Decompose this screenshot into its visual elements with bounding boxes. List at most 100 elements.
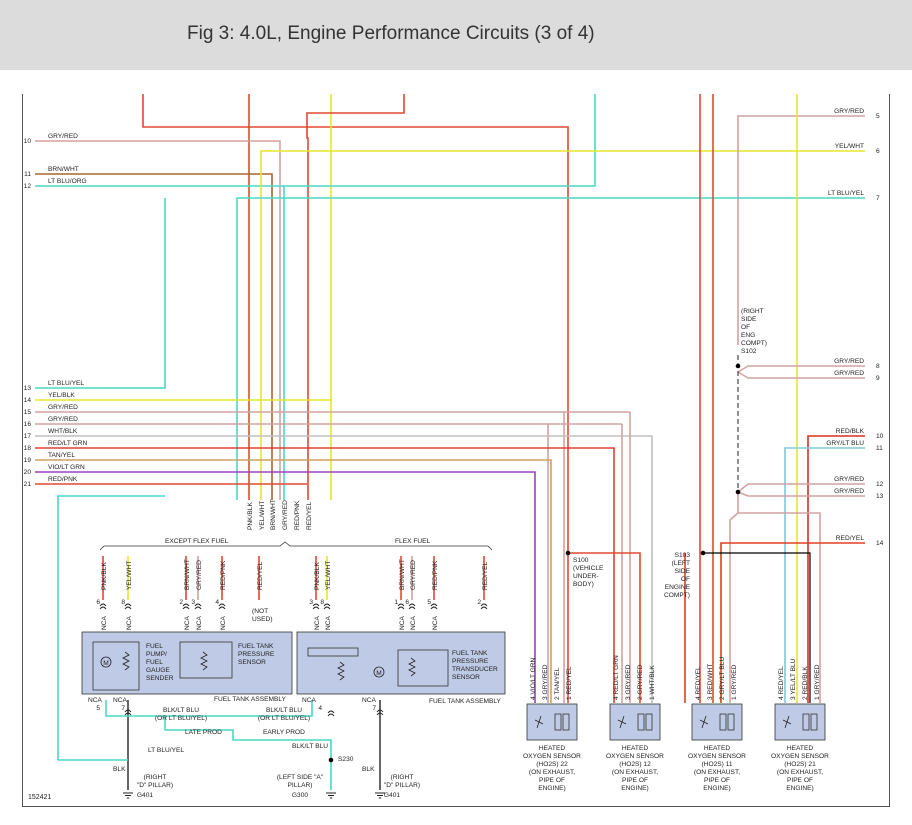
wire-10-gry-red [35, 140, 281, 500]
wire-20 [35, 471, 536, 703]
heater-symbol [637, 713, 645, 731]
ho2s-sensor-box [774, 703, 826, 741]
ho2s-pin-label: 4 VIO/LT GRN [530, 658, 537, 700]
right-wire-label: GRY/RED [834, 108, 864, 115]
ho2s-label: (ON EXHAUST, [694, 769, 740, 776]
right-wire-number: 7 [876, 195, 880, 202]
ho2s-pin-label: 2 GRY/LT BLU [719, 657, 726, 700]
heater-symbol [554, 713, 562, 731]
except-flex-connector [194, 606, 202, 610]
ho2s-pin-label: 3 YEL/LT BLU [790, 658, 797, 700]
group-flex: FLEX FUEL [395, 538, 431, 545]
ho2s-label: ENGINE) [621, 785, 648, 792]
nca-bottom: NCA [88, 697, 103, 704]
flex-pin-wire-label: GRY/RED [410, 560, 417, 590]
fuel-pump-label: FUEL [146, 643, 163, 650]
splice-s230 [328, 757, 334, 763]
resistor-icon [408, 657, 416, 677]
left-wire-label: YEL/BLK [48, 392, 75, 399]
splice-s103-upper [735, 489, 741, 495]
bottom-lt-blu-yel: LT BLU/YEL [148, 747, 184, 754]
ho2s-sensor-box [609, 703, 661, 741]
wire-lt-blu-yel-down [57, 495, 165, 760]
wire-s103-blk [705, 552, 811, 703]
bottom-pin-number: 4 [318, 705, 322, 712]
vertical-wire-label: BRN/WHT [270, 499, 277, 530]
except-flex-pin-number: 8 [121, 599, 125, 606]
ho2s-label: PIPE OF [704, 777, 730, 784]
except-flex-pin-wire-label: YEL/WHT [126, 561, 133, 590]
left-wire-label: LT BLU/YEL [48, 380, 84, 387]
nca-label: NCA [126, 615, 133, 630]
components [81, 355, 826, 799]
ho2s-label: (HO2S) 12 [619, 761, 651, 768]
ground-id: G401 [384, 792, 400, 799]
fuel-tank-pressure-transducer-label: TRANSDUCER [452, 666, 498, 673]
heater-symbol [727, 713, 735, 731]
heater-symbol [810, 713, 818, 731]
fuel-pump-label: PUMP/ [146, 651, 167, 658]
fuel-tank-pressure-sensor-label: SENSOR [238, 659, 266, 666]
bottom-pin-number: 7 [372, 705, 376, 712]
wire-red-pnk-top [142, 94, 569, 553]
splice-s103-label: OF [681, 576, 690, 583]
bottom-connector [327, 710, 335, 714]
fuel-tank-pressure-sensor-box [179, 641, 233, 679]
wire-14-red-yel [720, 542, 865, 703]
flex-pin-number: 3 [309, 599, 313, 606]
right-wire-number: 10 [876, 433, 884, 440]
fuel-tank-assembly-label-flex: FUEL TANK ASSEMBLY [429, 698, 502, 705]
ho2s-pin-label: 3 GRY/RED [542, 664, 549, 700]
except-flex-pin-number: 4 [215, 599, 219, 606]
ho2s-pin-label: 4 RED/YEL [778, 666, 785, 700]
ground-id: G300 [292, 792, 308, 799]
splice-s100-label: (VEHICLE [573, 565, 604, 572]
vertical-wire-label: PNK/BLK [247, 502, 254, 530]
fuel-pump-label: SENDER [146, 675, 174, 682]
motor-symbol: M [103, 660, 109, 667]
fuel-tank-pressure-sensor-label: PRESSURE [238, 651, 275, 658]
left-wire-number: 16 [24, 421, 32, 428]
ground-location: (RIGHT [144, 774, 167, 781]
ground-location: "D" PILLAR) [137, 782, 173, 789]
bottom-blk: BLK [362, 766, 375, 773]
ho2s-pin-label: 3 GRY/RED [625, 664, 632, 700]
right-wire-label: GRY/RED [834, 370, 864, 377]
left-wire-number: 10 [24, 138, 32, 145]
left-wire-label: RED/LT GRN [48, 440, 88, 447]
splice-s100-label: UNDER- [573, 573, 599, 580]
ho2s-label: OXYGEN SENSOR [523, 753, 581, 760]
right-wire-label: RED/YEL [836, 535, 865, 542]
ho2s-label: HEATED [704, 745, 730, 752]
wire-11-gry-lt-blu [784, 447, 865, 703]
flex-pin-wire-label: PNK/BLK [314, 562, 321, 590]
bottom-early-prod: EARLY PROD [263, 729, 305, 736]
flex-pin-wire-label: YEL/WHT [325, 561, 332, 590]
ground-location: (RIGHT [391, 774, 414, 781]
left-wire-label: RED/PNK [48, 476, 78, 483]
flex-motor-icon [373, 666, 385, 678]
flex-connector [430, 606, 438, 610]
flex-pin-wire-label: BRN/WHT [399, 559, 406, 590]
wire-8 [737, 365, 865, 373]
ho2s-pin-label: 4 RED/YEL [695, 666, 702, 700]
splice-s102-label: SIDE [741, 316, 757, 323]
left-wire-label: GRY/RED [48, 416, 78, 423]
right-wire-number: 8 [876, 363, 880, 370]
not-used-label: USED) [252, 616, 273, 623]
except-flex-pin-wire-label: GRY/RED [196, 560, 203, 590]
wire-blk-lt-blu [105, 700, 313, 717]
left-wire-label: BRN/WHT [48, 166, 79, 173]
ho2s-label: OXYGEN SENSOR [606, 753, 664, 760]
bottom-connector [327, 713, 335, 717]
wire-13 [737, 491, 865, 497]
ho2s-pin-label: 1 GRY/RED [814, 664, 821, 700]
left-wire-number: 14 [24, 397, 32, 404]
splice-s230-label: S230 [338, 756, 354, 763]
flex-pin-number: 2 [477, 599, 481, 606]
ho2s-pin-label: 4 RED/LT GRN [613, 655, 620, 700]
splice-s103-label: ENGINE [665, 584, 691, 591]
splice-s100-label: S100 [573, 557, 589, 564]
ho2s-label: ENGINE) [538, 785, 565, 792]
heater-symbol [802, 713, 810, 731]
